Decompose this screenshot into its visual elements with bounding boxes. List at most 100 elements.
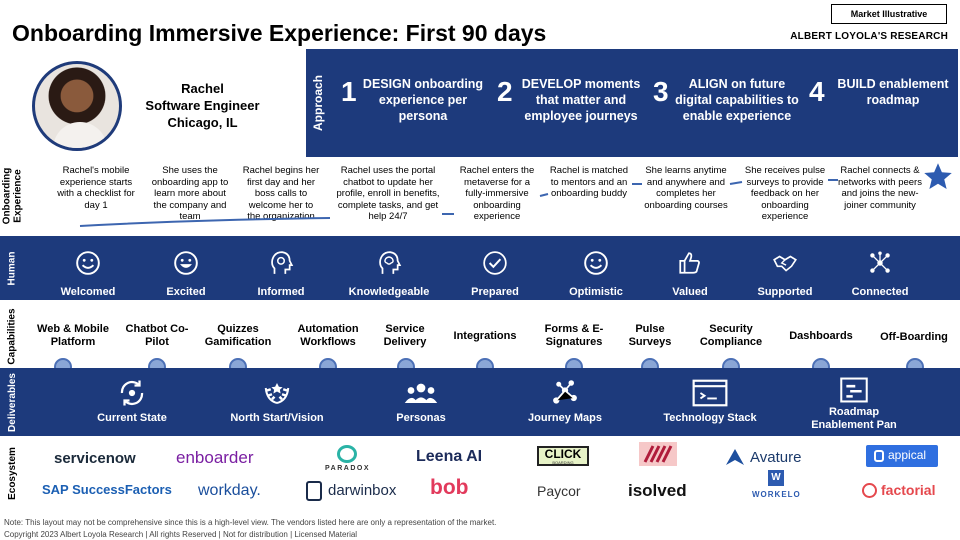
capability-chatbot: Chatbot Co-Pilot: [125, 323, 189, 348]
deliverable-current-state: Current State: [92, 378, 172, 425]
human-label: Supported: [757, 286, 813, 298]
persona-avatar: [32, 61, 122, 151]
network-icon: [870, 251, 890, 273]
row-label-deliverables: Deliverables: [6, 372, 18, 432]
avature-logo-icon: [726, 449, 744, 465]
deliverable-north-star: North Start/Vision: [226, 378, 328, 425]
capability-quizzes: Quizzes Gamification: [204, 323, 272, 348]
handshake-icon: [773, 255, 797, 272]
vendor-darwinbox: darwinbox: [328, 482, 397, 499]
deliverable-technology-stack: Technology Stack: [660, 378, 760, 425]
footer-copyright: Copyright 2023 Albert Loyola Research | …: [4, 530, 358, 539]
brain-icon: [379, 251, 402, 274]
human-label: Informed: [257, 286, 305, 298]
step-number-2: 2: [497, 76, 513, 107]
vendor-appical: appical: [866, 445, 938, 467]
human-knowledgeable: Knowledgeable: [341, 250, 437, 300]
vendor-workelo: WORKELO: [752, 490, 801, 499]
experience-step-3: Rachel begins her first day and her boss…: [242, 165, 320, 222]
experience-step-6: Rachel is matched to mentors and an onbo…: [549, 165, 629, 199]
human-excited: Excited: [138, 250, 234, 300]
human-valued: Valued: [642, 250, 738, 300]
step-number-3: 3: [653, 76, 669, 107]
appical-logo-icon: [874, 450, 884, 462]
row-label-experience: Onboarding Experience: [1, 167, 24, 225]
check-circle-icon: [483, 251, 507, 275]
window-icon: [692, 379, 728, 407]
experience-step-9: Rachel connects & networks with peers an…: [838, 165, 922, 211]
experience-step-8: She receives pulse surveys to provide fe…: [744, 165, 826, 222]
page-title: Onboarding Immersive Experience: First 9…: [12, 20, 547, 46]
capability-dashboards: Dashboards: [789, 330, 853, 342]
deliverable-label: Current State: [97, 412, 167, 424]
step-text-3: ALIGN on future digital capabilities to …: [675, 77, 799, 123]
vendor-leena-ai: Leena AI: [416, 448, 483, 465]
experience-step-1: Rachel's mobile experience starts with a…: [57, 165, 135, 211]
human-prepared: Prepared: [447, 250, 543, 300]
deliverable-label: North Start/Vision: [230, 412, 324, 424]
experience-step-4: Rachel uses the portal chatbot to update…: [336, 165, 440, 222]
capability-forms: Forms & E-Signatures: [544, 323, 604, 348]
capability-integrations: Integrations: [453, 330, 517, 342]
capability-off-boarding: Off-Boarding: [880, 331, 948, 343]
vendor-isolved: isolved: [628, 481, 687, 500]
paradox-logo-icon: [337, 445, 357, 463]
cycle-icon: [120, 380, 144, 406]
row-label-ecosystem: Ecosystem: [6, 446, 18, 500]
step-text-2: DEVELOP moments that matter and employee…: [521, 77, 641, 123]
human-connected: Connected: [832, 250, 928, 300]
research-label: ALBERT LOYOLA'S RESEARCH: [790, 31, 948, 42]
stripes-logo-icon: [639, 442, 677, 466]
journey-icon: [553, 380, 577, 404]
persona-name: Rachel: [181, 81, 224, 96]
laurel-icon: [264, 383, 290, 404]
vendor-servicenow: servicenow: [54, 450, 136, 467]
human-informed: Informed: [233, 250, 329, 300]
darwinbox-logo-icon: [306, 481, 322, 501]
row-label-capabilities: Capabilities: [6, 307, 18, 365]
deliverable-personas: Personas: [386, 378, 456, 425]
step-number-4: 4: [809, 76, 825, 107]
vendor-bob: bob: [430, 476, 469, 499]
factorial-logo-icon: [862, 483, 877, 498]
thumbs-up-icon: [679, 252, 700, 274]
experience-path: [79, 179, 838, 227]
human-label: Connected: [851, 286, 909, 298]
human-band: [0, 236, 960, 300]
vendor-factorial: factorial: [881, 482, 936, 498]
deliverable-label: Journey Maps: [528, 412, 602, 424]
deliverable-label: Personas: [396, 412, 446, 424]
star-icon: [924, 163, 952, 189]
capability-web-mobile: Web & Mobile Platform: [37, 323, 109, 348]
head-lightbulb-icon: [271, 251, 294, 274]
vendor-paycor: Paycor: [537, 483, 581, 499]
vendor-click-boarding: CLICK BOARDING: [537, 446, 589, 466]
human-optimistic: Optimistic: [548, 250, 644, 300]
step-text-4: BUILD enablement roadmap: [837, 77, 949, 107]
experience-step-7: She learns anytime and anywhere and comp…: [644, 165, 728, 211]
experience-step-5: Rachel enters the metaverse for a fully-…: [459, 165, 535, 222]
human-supported: Supported: [737, 250, 833, 300]
vendor-enboarder: enboarder: [176, 448, 254, 467]
human-welcomed: Welcomed: [40, 250, 136, 300]
approach-label: Approach: [311, 74, 326, 132]
human-label: Optimistic: [569, 286, 623, 298]
vendor-avature: Avature: [750, 449, 802, 466]
capability-security: Security Compliance: [699, 323, 763, 348]
step-text-1: DESIGN onboarding experience per persona: [362, 77, 484, 123]
footer-note: Note: This layout may not be comprehensi…: [4, 518, 497, 527]
smile-icon: [76, 251, 100, 275]
capability-automation: Automation Workflows: [297, 323, 359, 348]
vendor-paradox: PARADOX: [325, 465, 370, 472]
step-number-1: 1: [341, 76, 357, 107]
experience-step-2: She uses the onboarding app to learn mor…: [151, 165, 229, 222]
smile-icon: [584, 251, 608, 275]
persona-role: Software Engineer: [145, 98, 260, 113]
vendor-workday: workday.: [198, 482, 261, 499]
deliverable-label: Technology Stack: [663, 412, 757, 424]
roadmap-icon: [840, 377, 868, 403]
capability-pulse-surveys: Pulse Surveys: [628, 323, 672, 348]
people-icon: [404, 383, 438, 403]
approach-panel: [306, 49, 958, 157]
human-label: Prepared: [471, 286, 519, 298]
